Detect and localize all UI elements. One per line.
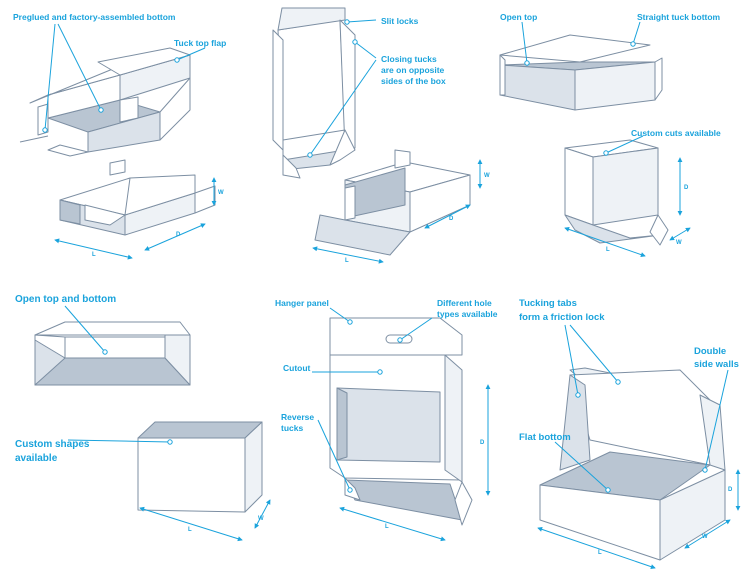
label-double-walls-line-1: Double [694, 346, 726, 357]
dim-width-6: W [702, 534, 708, 540]
dim-depth-5: D [480, 440, 485, 446]
label-tucking-tabs-line-1: Tucking tabs [519, 298, 577, 309]
dim-length-4: L [188, 527, 192, 533]
leaders-3 [521, 21, 644, 156]
label-closing-tucks-line-1: Closing tucks [381, 54, 437, 64]
dim-depth-1: D [176, 232, 181, 238]
box-6-mailer [539, 367, 726, 561]
dim-length-3: L [606, 247, 610, 253]
label-tuck-top-flap: Tuck top flap [174, 38, 226, 48]
dim-length-1: L [92, 252, 96, 258]
dim-depth-2: D [449, 216, 454, 222]
label-straight-tuck-bottom: Straight tuck bottom [637, 12, 721, 22]
label-hole-types-line-2: types available [437, 309, 498, 319]
label-closing-tucks-line-3: sides of the box [381, 76, 446, 86]
box-2-open [272, 7, 356, 179]
dim-depth-6: D [728, 487, 733, 493]
box-4-sleeve [34, 321, 191, 386]
label-double-walls-line-2: side walls [694, 359, 739, 370]
label-open-top: Open top [500, 12, 537, 22]
label-reverse-tucks-line-1: Reverse [281, 412, 314, 422]
leaders-4 [64, 305, 173, 445]
leaders-6 [554, 324, 729, 493]
dim-length-5: L [385, 524, 389, 530]
box-1-closed [59, 159, 216, 236]
dim-length-2: L [345, 258, 349, 264]
dim-length-6: L [598, 550, 602, 556]
label-flat-bottom: Flat bottom [519, 432, 571, 443]
label-custom-cuts: Custom cuts available [631, 128, 721, 138]
dim-width-2: W [484, 173, 490, 179]
dim-width-3: W [676, 240, 682, 246]
label-custom-shapes-line-2: available [15, 453, 58, 464]
box-1-dimensions: L D W [54, 177, 224, 260]
box-5-hanger [329, 317, 473, 526]
label-custom-shapes-line-1: Custom shapes [15, 439, 90, 450]
box-4-shaped [137, 421, 263, 513]
label-hanger-panel: Hanger panel [275, 298, 329, 308]
box-5-dimensions: L D [339, 384, 491, 542]
box-4-dimensions: L W [139, 499, 271, 542]
label-tucking-tabs-line-2: form a friction lock [519, 312, 605, 323]
box-6-dimensions: L W D [537, 469, 741, 570]
label-cutout: Cutout [283, 363, 311, 373]
dim-width-1: W [218, 190, 224, 196]
label-slit-locks: Slit locks [381, 16, 419, 26]
label-reverse-tucks-line-2: tucks [281, 423, 303, 433]
box-2-dimensions: L D W [312, 159, 490, 264]
leaders-2 [307, 19, 377, 158]
box-3-bottom-view [564, 139, 669, 246]
label-open-top-bottom: Open top and bottom [15, 294, 116, 305]
box-3-open-top [499, 34, 663, 111]
label-hole-types-line-1: Different hole [437, 298, 492, 308]
box-3-dimensions: L W D [564, 157, 691, 257]
label-preglued-bottom: Preglued and factory-assembled bottom [13, 12, 176, 22]
box-2-closed [314, 149, 471, 256]
label-closing-tucks-line-2: are on opposite [381, 65, 445, 75]
leaders-5 [312, 307, 433, 493]
dim-depth-3: D [684, 185, 689, 191]
leaders-1 [42, 23, 206, 133]
box-1-open-tuck [19, 47, 191, 157]
dim-width-4: W [258, 516, 264, 522]
